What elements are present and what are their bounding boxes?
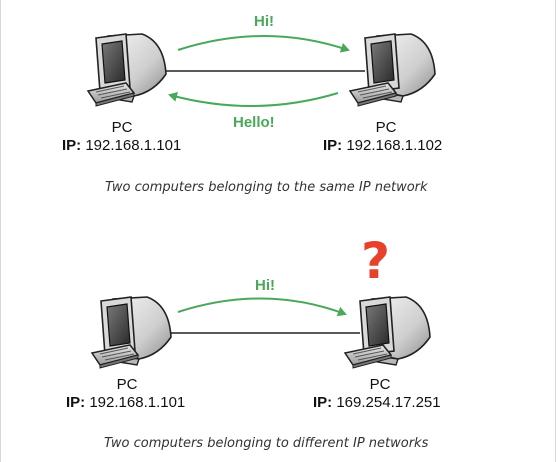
- right-pc-1-keyboard-icon: [349, 82, 397, 107]
- hello-message: Hello!: [233, 114, 275, 131]
- left-pc-2-name: PC: [116, 376, 138, 393]
- ip-value: 192.168.1.101: [89, 394, 186, 411]
- ip-label: IP:: [66, 394, 86, 411]
- caption-different-networks: Two computers belonging to different IP …: [104, 436, 429, 451]
- question-mark-icon: ?: [361, 232, 391, 290]
- ip-label: IP:: [313, 394, 333, 411]
- right-pc-2-ip: IP: 169.254.17.251: [313, 394, 441, 411]
- ip-value: 169.254.17.251: [336, 394, 441, 411]
- ip-label: IP:: [62, 137, 82, 154]
- ip-label: IP:: [323, 137, 343, 154]
- right-pc-1-name: PC: [375, 119, 397, 136]
- scenario-2-diagram: [91, 296, 431, 369]
- right-pc-1-ip: IP: 192.168.1.102: [323, 137, 442, 154]
- ip-value: 192.168.1.102: [346, 137, 443, 154]
- hi-message-1: Hi!: [254, 13, 274, 30]
- ip-value: 192.168.1.101: [85, 137, 182, 154]
- right-pc-2-keyboard-icon: [344, 344, 392, 369]
- hi-arrow-1-icon: [177, 35, 350, 53]
- hi-message-2: Hi!: [255, 277, 275, 294]
- hello-arrow-icon: [168, 91, 339, 107]
- scenario-1-diagram: [87, 33, 436, 107]
- left-pc-2-ip: IP: 192.168.1.101: [66, 394, 185, 411]
- hi-arrow-2-icon: [177, 297, 347, 317]
- caption-same-network: Two computers belonging to the same IP n…: [105, 180, 428, 195]
- left-pc-1-name: PC: [111, 119, 133, 136]
- left-pc-1-keyboard-icon: [87, 82, 135, 107]
- left-pc-1-ip: IP: 192.168.1.101: [62, 137, 181, 154]
- right-pc-2-name: PC: [369, 376, 391, 393]
